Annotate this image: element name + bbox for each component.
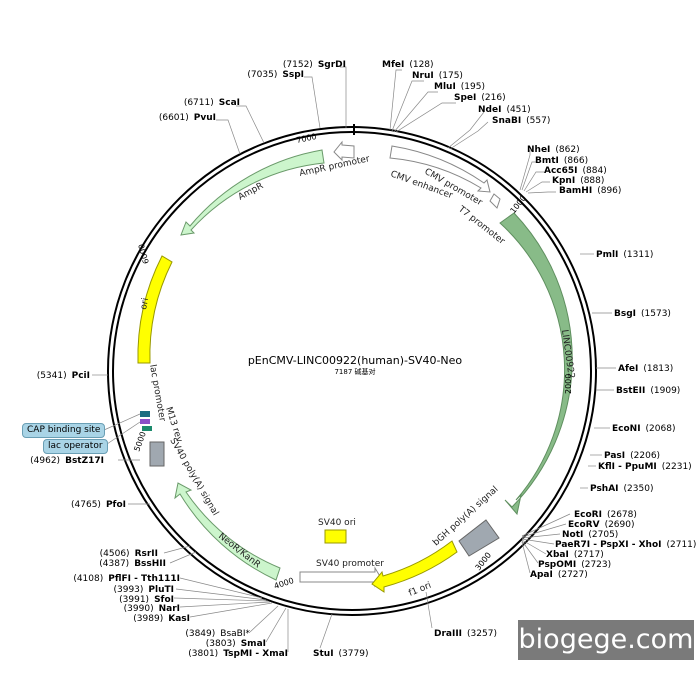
site-smai: (3803)SmaI [206, 639, 266, 649]
site-ecorv: EcoRV(2690) [568, 520, 635, 530]
features-layer [137, 140, 573, 593]
site-ecori: EcoRI(2678) [574, 510, 637, 520]
site-pshai: PshAI(2350) [590, 484, 653, 494]
site-paer7i: PaeR7I - PspXI - XhoI(2711) [555, 540, 696, 550]
sv40-polya-block [149, 441, 165, 467]
site-pfoi: (4765)PfoI [71, 500, 126, 510]
site-bmti: BmtI(866) [535, 156, 588, 166]
site-afei: AfeI(1813) [618, 364, 673, 374]
cap-binding-site-callout: CAP binding site [22, 423, 106, 438]
tick-7000: 7000 [296, 132, 318, 145]
site-bstz17i: (4962)BstZ17I [30, 456, 104, 466]
cap-connector [103, 413, 141, 431]
site-apai: ApaI(2727) [530, 570, 588, 580]
site-nhei: NheI(862) [527, 145, 580, 155]
site-bsgi: BsgI(1573) [614, 309, 671, 319]
site-bsteii: BstEII(1909) [616, 386, 680, 396]
site-pflfi: (4108)PflFI - Tth111I [73, 574, 180, 584]
site-mlui: MluI(195) [434, 82, 485, 92]
plasmid-size: 7187 碱基对 [334, 367, 375, 376]
label-linc00922: LINC00922 [559, 329, 576, 379]
ori-feature [137, 255, 173, 364]
linc00922-feature [499, 212, 573, 516]
site-snabi: SnaBI(557) [492, 116, 550, 126]
site-scai: (6711)ScaI [184, 98, 240, 108]
site-pasi: PasI(2206) [604, 451, 660, 461]
sv40-promoter-feature [299, 566, 382, 588]
site-labels-right: MfeI(128) NruI(175) MluI(195) SpeI(216) … [313, 60, 696, 659]
t7-feature [489, 193, 501, 209]
backbone-outer [107, 126, 597, 616]
site-bsabi: (3849)BsaBI* [185, 629, 250, 639]
site-pcii: (5341)PciI [37, 371, 90, 381]
site-noti: NotI(2705) [562, 530, 618, 540]
site-ndei: NdeI(451) [478, 105, 531, 115]
label-f1-ori: f1 ori [407, 581, 433, 599]
site-econi: EcoNI(2068) [612, 424, 675, 434]
label-m13-rev: M13 rev [163, 406, 184, 444]
lac-operator-feature [140, 419, 150, 424]
site-sspi: (7035)SspI [247, 70, 304, 80]
site-pvui: (6601)PvuI [159, 113, 216, 123]
plasmid-name: pEnCMV-LINC00922(human)-SV40-Neo [248, 354, 463, 367]
leader-lines-right [319, 69, 616, 649]
cap-feature [140, 411, 150, 417]
site-spei: SpeI(216) [454, 93, 506, 103]
site-mfei: MfeI(128) [382, 60, 434, 70]
label-sv40-ori: SV40 ori [318, 518, 356, 528]
tick-2000: 2000 [564, 374, 573, 394]
backbone-inner [112, 131, 592, 611]
tick-5000: 5000 [132, 430, 147, 452]
lac-operator-callout: lac operator [43, 439, 108, 454]
site-kpni: KpnI(888) [552, 176, 604, 186]
site-pluti: (3993)PluTI [113, 585, 174, 595]
lac-operator-connector [103, 421, 141, 447]
label-neor: NeoR/KanR [216, 531, 262, 570]
ampr-promoter-feature [333, 140, 355, 162]
site-sgrdi: (7152)SgrDI [283, 60, 346, 70]
watermark: biogege.com [518, 620, 694, 660]
site-sfoi: (3991)SfoI [119, 595, 174, 605]
m13-feature [142, 426, 152, 431]
site-stui: StuI(3779) [313, 649, 368, 659]
tick-3000: 3000 [473, 551, 493, 573]
site-bamhi: BamHI(896) [559, 186, 621, 196]
label-lac-promoter: lac promoter [147, 364, 167, 423]
site-nrui: NruI(175) [412, 71, 463, 81]
site-kfli-ppumi: KflI - PpuMI(2231) [598, 462, 692, 472]
label-t7-promoter: T7 promoter [455, 204, 506, 247]
site-acc65i: Acc65I(884) [544, 166, 607, 176]
neor-feature [174, 482, 281, 581]
site-rsrii: (4506)RsrII [100, 549, 158, 559]
label-ori: ori [139, 297, 151, 310]
sv40-ori-feature [324, 529, 347, 544]
f1-ori-feature [371, 540, 458, 593]
leader-lines-left [92, 66, 347, 652]
site-draiii: DraIII(3257) [434, 629, 497, 639]
site-nari: (3990)NarI [124, 604, 180, 614]
site-tspmi-xmai: (3801)TspMI - XmaI [188, 649, 288, 659]
site-pmli: PmlI(1311) [596, 250, 653, 260]
site-kasi: (3989)KasI [133, 614, 190, 624]
bgh-polya-feature [458, 519, 500, 557]
ampr-feature [180, 149, 325, 236]
site-bsshii: (4387)BssHII [99, 559, 166, 569]
label-sv40-promoter: SV40 promoter [316, 559, 384, 569]
cmv-feature [389, 145, 491, 193]
site-pspomi: PspOMI(2723) [538, 560, 611, 570]
site-xbai: XbaI(2717) [546, 550, 604, 560]
site-labels-left: (7152)SgrDI (7035)SspI (6711)ScaI (6601)… [30, 60, 346, 659]
tick-1000: 1000 [508, 194, 528, 216]
